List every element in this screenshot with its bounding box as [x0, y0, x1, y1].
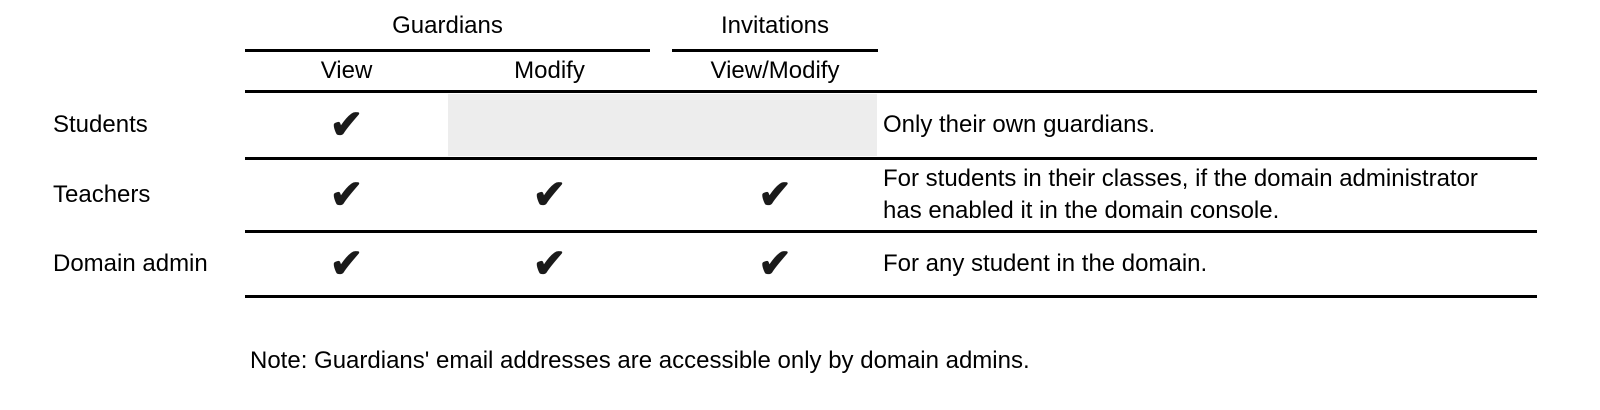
table-rule — [245, 90, 1537, 93]
cell-students-view: ✔ — [245, 93, 448, 157]
shaded-na-cell — [448, 94, 877, 156]
table-rule — [245, 230, 1537, 233]
check-icon: ✔ — [758, 242, 792, 286]
cell-teachers-view-modify: ✔ — [672, 160, 878, 230]
check-icon: ✔ — [532, 173, 567, 217]
column-header-view-modify: View/Modify — [710, 57, 840, 84]
table-rule — [245, 157, 1537, 160]
cell-teachers-view: ✔ — [245, 160, 448, 230]
row-label-students: Students — [53, 111, 148, 138]
invitations-underline — [672, 49, 878, 52]
row-note-students: Only their own guardians. — [883, 111, 1156, 138]
footer-note: Note: Guardians' email addresses are acc… — [250, 347, 1030, 374]
cell-teachers-modify: ✔ — [448, 160, 651, 230]
table-row-domain-admin: Domain admin ✔ ✔ ✔ For any student in th… — [0, 233, 1600, 295]
guardians-underline — [245, 49, 650, 52]
check-icon: ✔ — [758, 173, 792, 217]
column-group-guardians: Guardians — [392, 12, 503, 39]
column-header-view: View — [320, 57, 373, 84]
table-row-teachers: Teachers ✔ ✔ ✔ For students in their cla… — [0, 160, 1600, 230]
column-group-invitations: Invitations — [720, 12, 830, 39]
column-header-modify: Modify — [514, 57, 585, 84]
check-icon: ✔ — [329, 242, 364, 286]
cell-admin-modify: ✔ — [448, 233, 651, 295]
table-row-students: Students ✔ Only their own guardians. — [0, 93, 1600, 157]
cell-admin-view: ✔ — [245, 233, 448, 295]
row-label-teachers: Teachers — [53, 181, 151, 208]
cell-admin-view-modify: ✔ — [672, 233, 878, 295]
check-icon: ✔ — [532, 242, 567, 286]
row-label-domain-admin: Domain admin — [53, 250, 208, 277]
row-note-teachers: For students in their classes, if the do… — [883, 165, 1478, 224]
check-icon: ✔ — [329, 103, 364, 147]
row-note-domain-admin: For any student in the domain. — [883, 250, 1208, 277]
table-rule — [245, 295, 1537, 298]
check-icon: ✔ — [329, 173, 364, 217]
